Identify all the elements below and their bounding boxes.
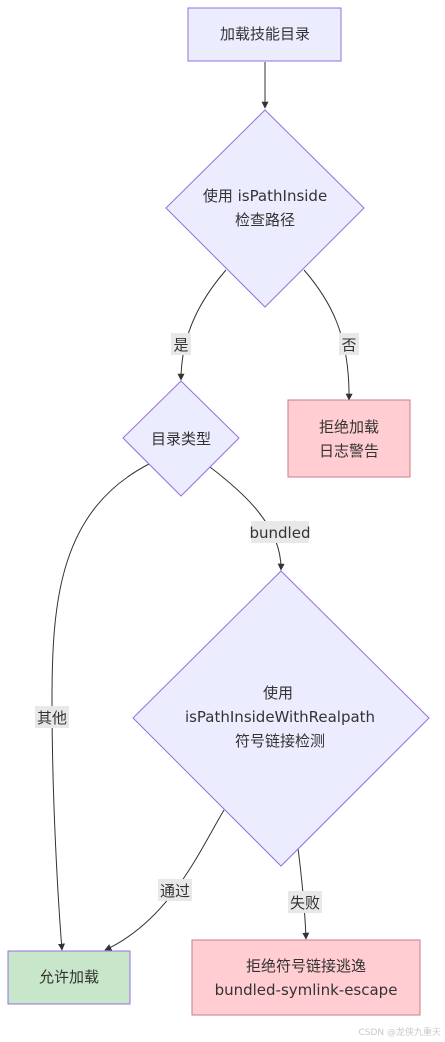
decision-symlink-line1: 使用 xyxy=(263,684,293,702)
decision-dir-type: 目录类型 xyxy=(122,380,240,497)
watermark: CSDN @龙侠九重天 xyxy=(358,1028,441,1038)
node-reject-load-line2: 日志警告 xyxy=(319,442,379,460)
edge-label-bundled: bundled xyxy=(250,521,311,543)
decision-symlink-line2: isPathInsideWithRealpath xyxy=(185,708,375,726)
edge-label-fail-text: 失败 xyxy=(290,894,320,912)
edge-label-yes-text: 是 xyxy=(173,336,188,354)
decision-check-path: 使用 isPathInside 检查路径 xyxy=(165,109,365,308)
decision-dir-type-label: 目录类型 xyxy=(151,430,211,448)
edge-label-bundled-text: bundled xyxy=(250,524,311,542)
node-allow-load-label: 允许加载 xyxy=(39,968,99,986)
decision-check-path-line1: 使用 isPathInside xyxy=(203,187,327,205)
edge-dirtype-to-allow xyxy=(51,463,150,951)
node-reject-symlink-line2: bundled-symlink-escape xyxy=(215,981,398,999)
edge-label-no-text: 否 xyxy=(341,336,356,354)
edge-label-other: 其他 xyxy=(35,706,69,728)
node-reject-symlink: 拒绝符号链接逃逸 bundled-symlink-escape xyxy=(191,939,421,1016)
decision-symlink-line3: 符号链接检测 xyxy=(235,732,325,750)
node-allow-load: 允许加载 xyxy=(7,950,131,1005)
decision-check-path-line2: 检查路径 xyxy=(235,211,295,229)
edge-check-to-dirtype xyxy=(177,269,227,381)
node-load-skill-dir: 加载技能目录 xyxy=(187,7,342,62)
node-reject-load-line1: 拒绝加载 xyxy=(319,418,379,436)
edge-label-yes: 是 xyxy=(171,333,191,355)
node-reject-load-log: 拒绝加载 日志警告 xyxy=(287,399,411,478)
edge-dirtype-to-symlink xyxy=(209,466,285,571)
decision-symlink-check: 使用 isPathInsideWithRealpath 符号链接检测 xyxy=(132,570,430,867)
edge-label-other-text: 其他 xyxy=(37,709,67,727)
node-reject-symlink-line1: 拒绝符号链接逃逸 xyxy=(246,957,366,975)
edge-label-fail: 失败 xyxy=(288,891,322,913)
edge-label-no: 否 xyxy=(339,333,359,355)
edge-check-to-reject xyxy=(303,269,353,401)
node-load-skill-dir-label: 加载技能目录 xyxy=(220,25,310,43)
edge-label-pass-text: 通过 xyxy=(160,882,190,900)
edge-label-pass: 通过 xyxy=(158,879,192,901)
